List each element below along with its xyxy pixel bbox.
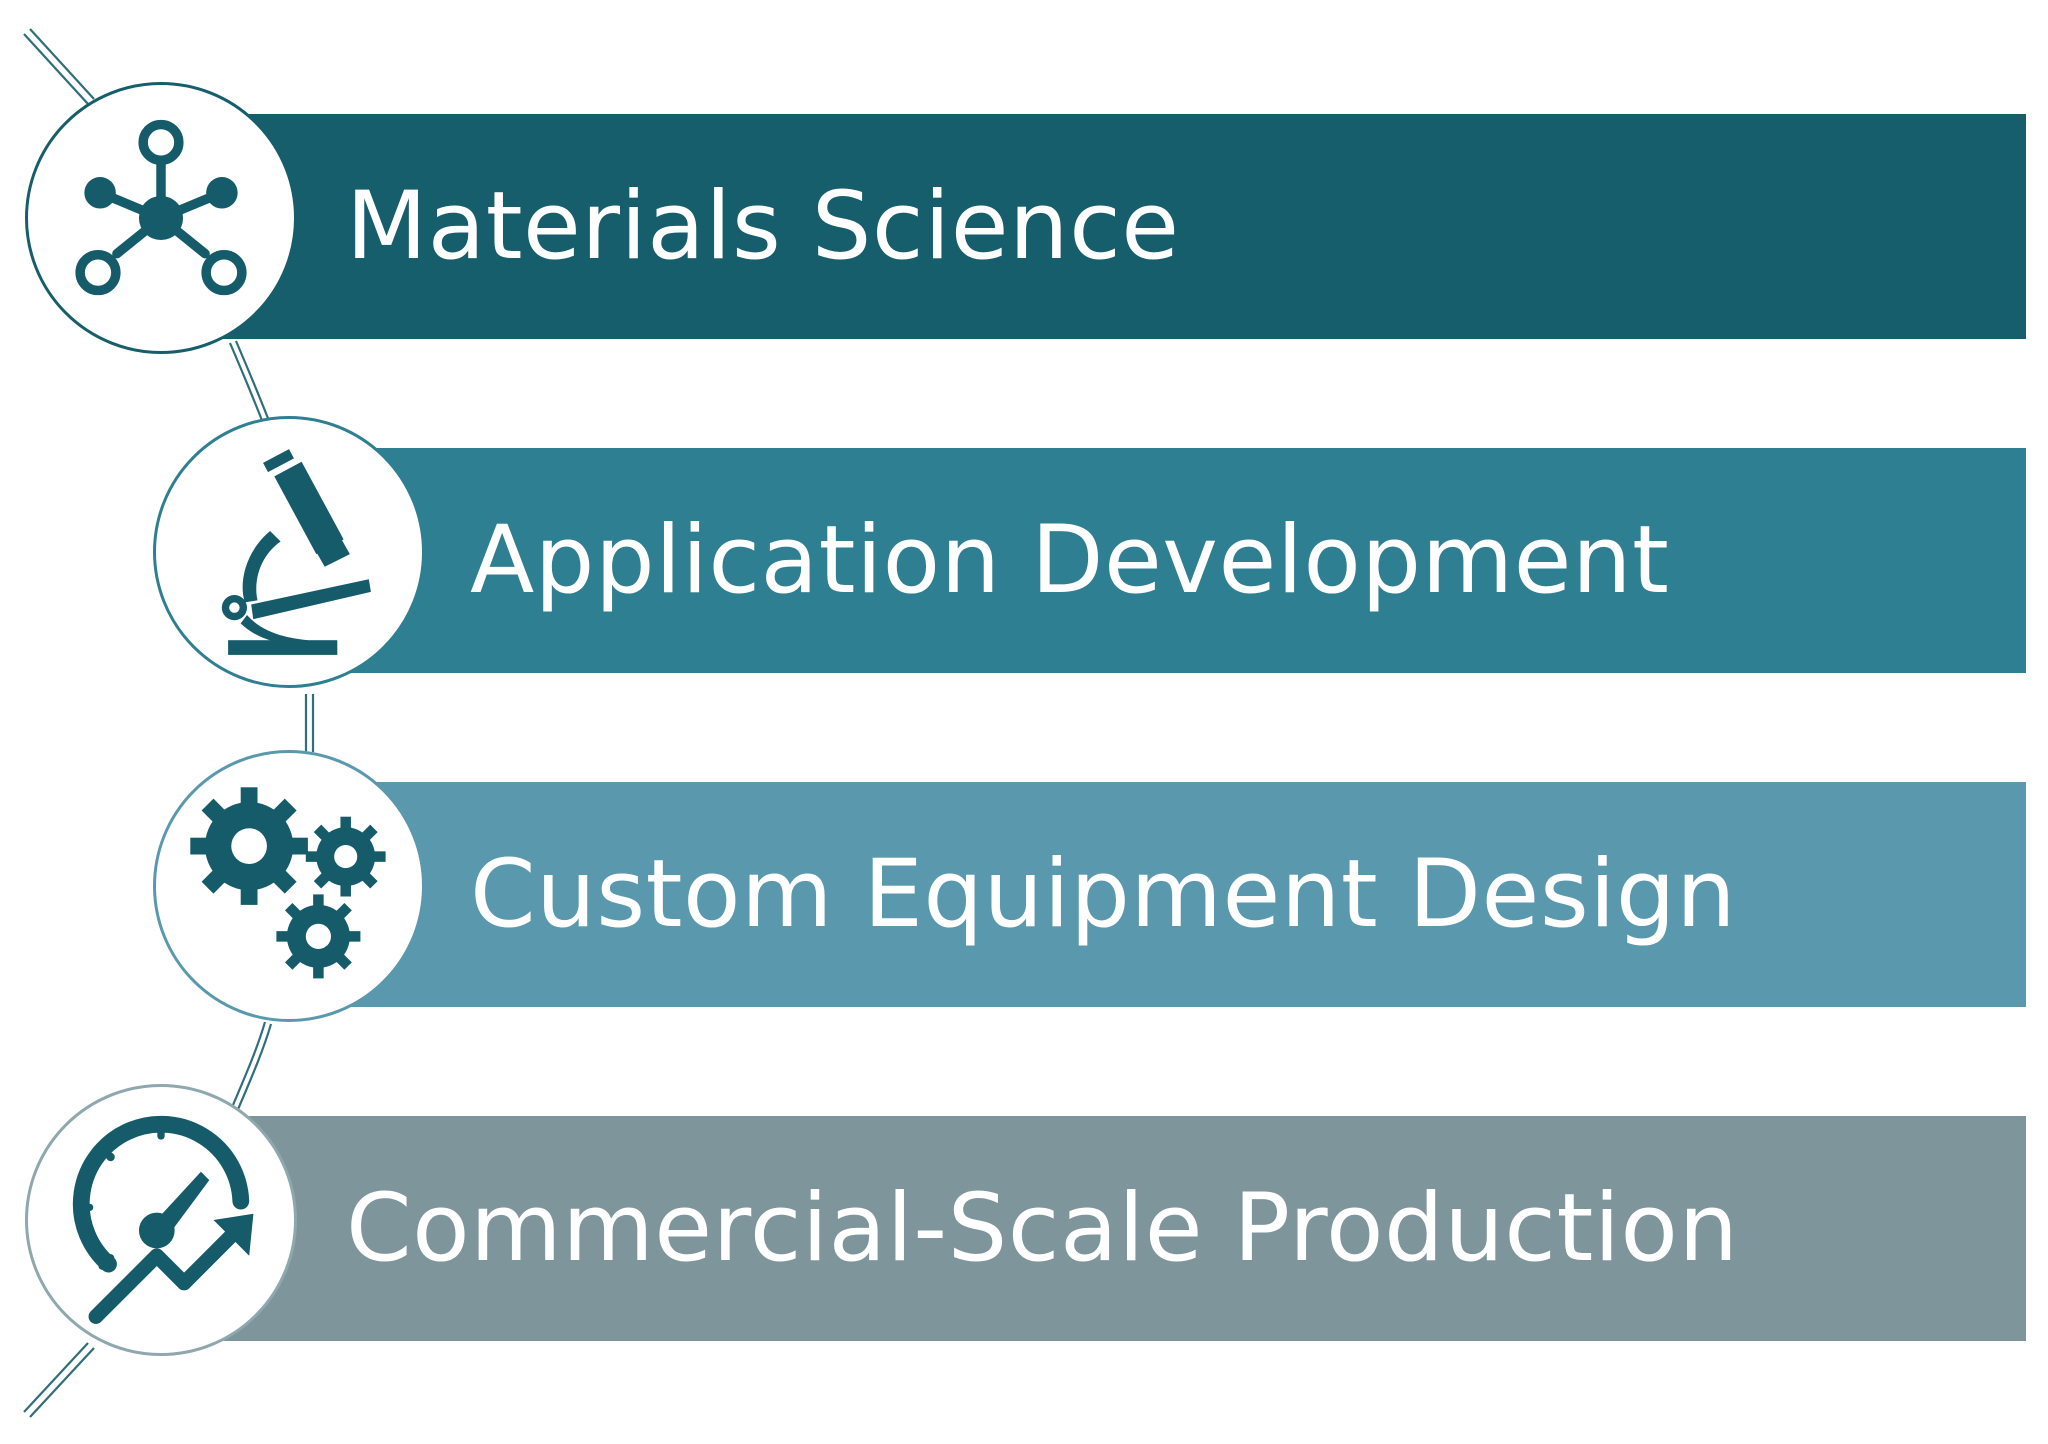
step-label: Custom Equipment Design — [470, 839, 1737, 949]
gears-icon — [190, 787, 386, 979]
step-label: Application Development — [470, 505, 1670, 615]
step-icon-circle — [153, 750, 425, 1022]
step-label: Commercial-Scale Production — [346, 1173, 1739, 1283]
step-materials-science: Materials Science — [0, 82, 2048, 354]
step-bar: Materials Science — [218, 114, 2026, 339]
step-icon-circle — [153, 416, 425, 688]
molecule-icon — [75, 119, 247, 296]
step-application-development: Application Development — [0, 416, 2048, 688]
microscope-icon — [221, 449, 371, 655]
speedometer-growth-icon — [72, 1115, 254, 1324]
step-bar: Custom Equipment Design — [345, 782, 2026, 1007]
step-bar: Commercial-Scale Production — [218, 1116, 2026, 1341]
step-commercial-scale-production: Commercial-Scale Production — [0, 1084, 2048, 1356]
step-custom-equipment-design: Custom Equipment Design — [0, 750, 2048, 1022]
step-bar: Application Development — [345, 448, 2026, 673]
step-label: Materials Science — [346, 171, 1180, 281]
step-icon-circle — [25, 1084, 297, 1356]
step-icon-circle — [25, 82, 297, 354]
